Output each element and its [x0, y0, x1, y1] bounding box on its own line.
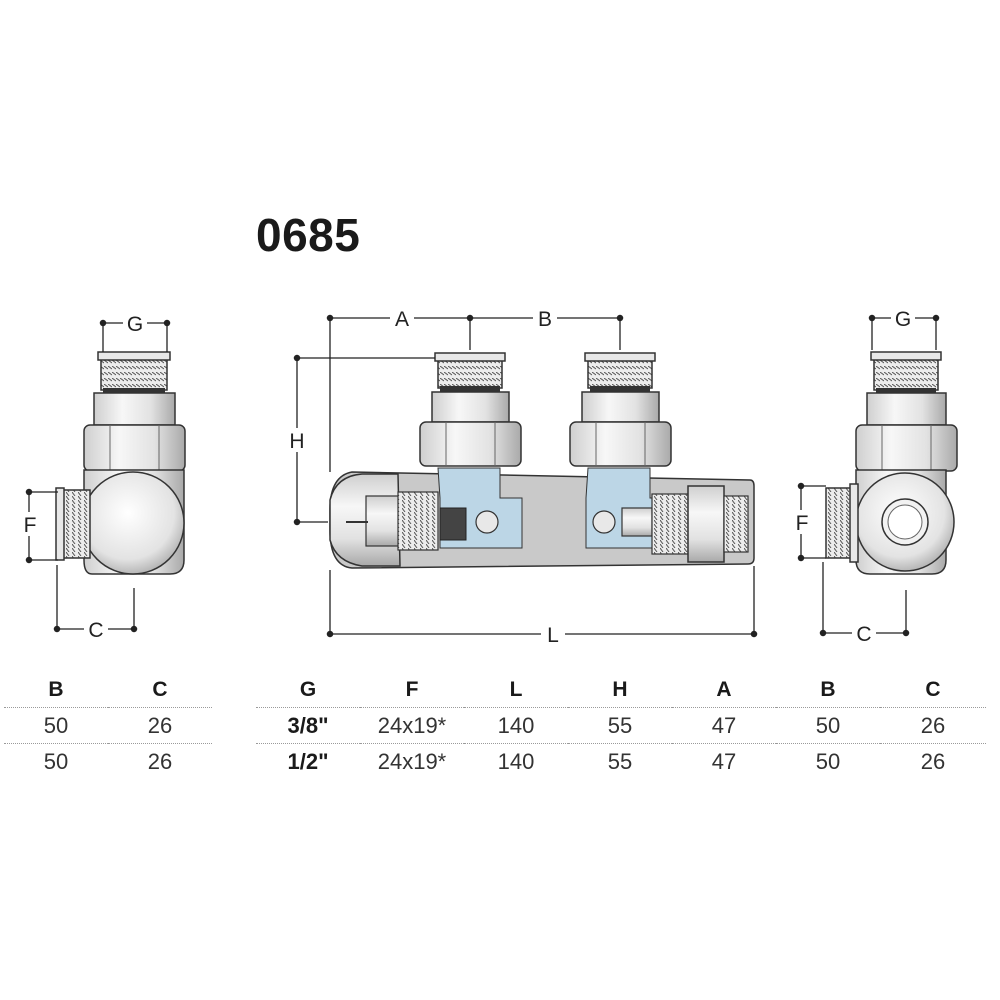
- cell-g: 3/8": [256, 707, 360, 744]
- dimension-labels: G F C A B H L G F C: [18, 306, 915, 647]
- table-row: 1/2" 24x19* 140 55 47 50 26: [256, 743, 986, 779]
- header-c: C: [925, 678, 941, 701]
- right-f-label: F: [796, 512, 809, 535]
- left-c-label: C: [88, 619, 103, 642]
- left-header-c: C: [152, 678, 168, 701]
- left-cell: 50: [4, 743, 108, 779]
- left-side-view: [55, 351, 186, 575]
- cell-l: 140: [464, 707, 568, 744]
- right-side-view: [825, 351, 958, 575]
- cell-l: 140: [464, 743, 568, 779]
- header-h: H: [612, 678, 628, 701]
- cell-c: 26: [880, 707, 986, 744]
- left-cell: 26: [108, 707, 212, 744]
- left-cell: 50: [4, 707, 108, 744]
- main-dimension-table: G F L H A B C 3/8" 24x19* 140 55 47 50 2…: [256, 673, 986, 779]
- center-a-label: A: [395, 308, 409, 331]
- left-dimension-table: B C 50 26 50 26: [4, 673, 212, 779]
- cell-a: 47: [672, 707, 776, 744]
- dimension-lines: [25, 314, 940, 638]
- product-code: 0685: [256, 209, 361, 261]
- center-b-label: B: [538, 308, 552, 331]
- cell-a: 47: [672, 743, 776, 779]
- left-cell: 26: [108, 743, 212, 779]
- header-f: F: [405, 678, 419, 701]
- cell-f: 24x19*: [360, 743, 464, 779]
- table-row: 50 26: [4, 743, 212, 779]
- header-l: L: [509, 678, 523, 701]
- table-row: 50 26: [4, 707, 212, 744]
- left-table-header: B C: [4, 673, 212, 708]
- right-g-label: G: [895, 308, 911, 331]
- cell-c: 26: [880, 743, 986, 779]
- cell-f: 24x19*: [360, 707, 464, 744]
- main-table-header: G F L H A B C: [256, 673, 986, 708]
- table-row: 3/8" 24x19* 140 55 47 50 26: [256, 707, 986, 744]
- cell-h: 55: [568, 743, 672, 779]
- center-l-label: L: [547, 624, 559, 647]
- header-b: B: [820, 678, 836, 701]
- left-f-label: F: [24, 514, 37, 537]
- left-header-b: B: [48, 678, 64, 701]
- header-g: G: [299, 678, 317, 701]
- left-g-label: G: [127, 313, 143, 336]
- right-c-label: C: [856, 623, 871, 646]
- center-section-view: [329, 352, 755, 569]
- cell-h: 55: [568, 707, 672, 744]
- cell-b: 50: [776, 707, 880, 744]
- header-a: A: [716, 678, 732, 701]
- center-h-label: H: [289, 430, 304, 453]
- cell-g: 1/2": [256, 743, 360, 779]
- cell-b: 50: [776, 743, 880, 779]
